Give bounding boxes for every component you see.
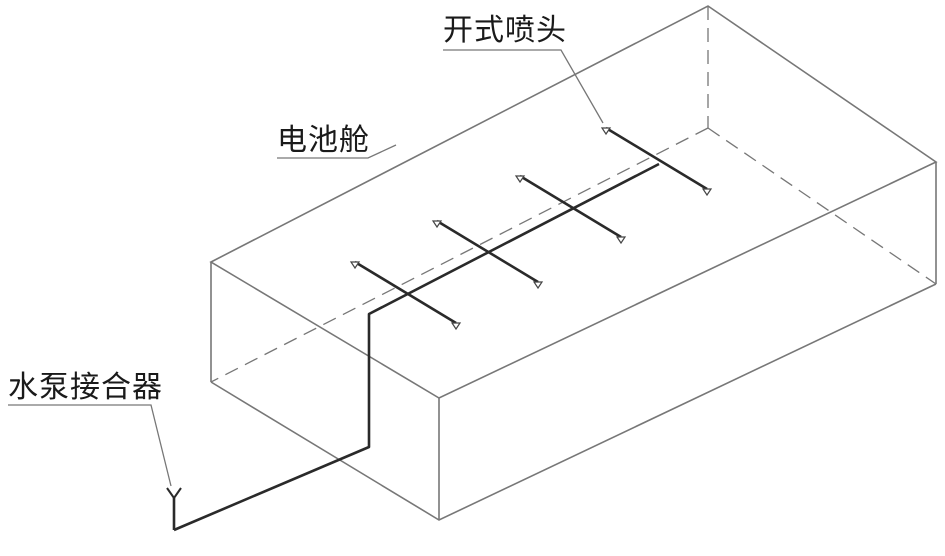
leader-pump [8,404,172,487]
branch-pipe-1 [354,260,457,325]
nozzle-icon [349,261,361,270]
nozzle-icon [514,175,526,184]
branch-pipe-2 [436,219,539,284]
nozzle-icon [701,188,713,197]
sprinkler-pipe-network [172,126,708,532]
label-battery-cabin: 电池舱 [277,123,370,158]
open-nozzles [349,127,713,331]
label-pump-connector: 水泵接合器 [8,370,163,405]
branch-pipe-4 [605,126,708,191]
nozzle-icon [615,236,627,245]
nozzle-icon [600,127,612,136]
nozzle-icon [431,220,443,229]
label-open-nozzle: 开式喷头 [443,13,567,48]
box-bottom-visible [210,283,937,521]
leader-nozzle [443,49,604,124]
nozzle-icon [450,322,462,331]
box-hidden-edges [210,6,937,383]
pump-connector-icon [166,487,182,499]
leader-lines [8,49,604,487]
main-supply-pipe [173,162,660,532]
branch-pipe-3 [519,174,622,239]
nozzle-icon [532,281,544,290]
leader-cabin [277,144,397,159]
battery-cabin-box [209,5,938,521]
box-top-face [209,5,938,399]
